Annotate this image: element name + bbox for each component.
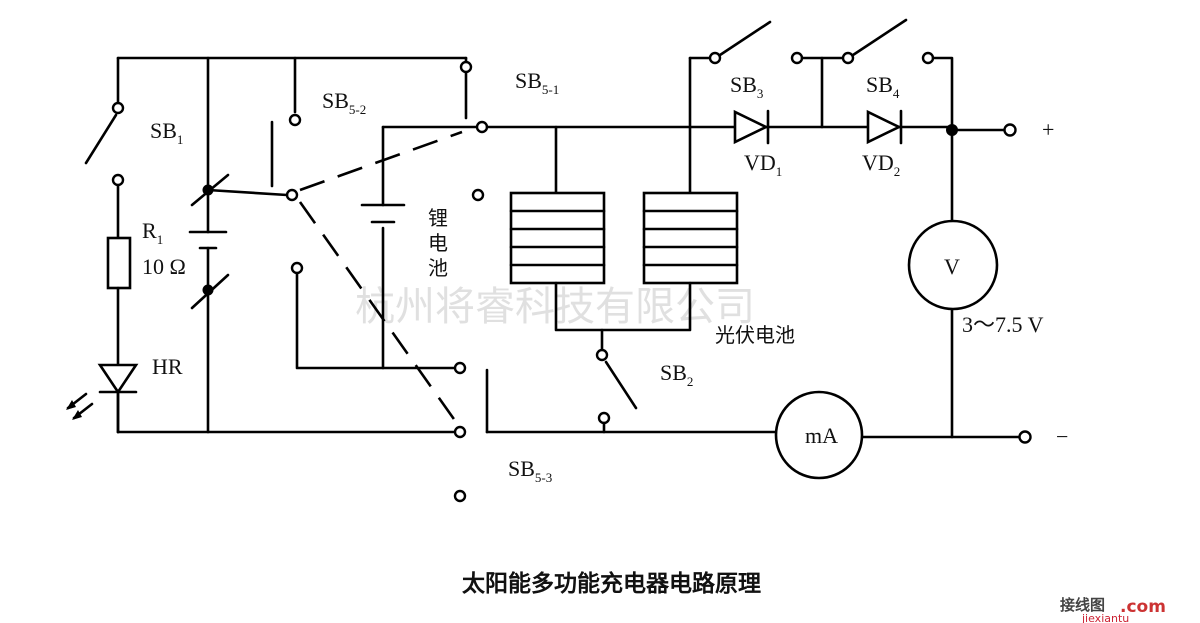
switch-sb5-1[interactable]	[459, 60, 489, 202]
ammeter-label: mA	[805, 423, 838, 448]
positive-sign: +	[1042, 117, 1054, 142]
diode-vd2	[866, 109, 903, 145]
sb5-3-label: SB5-3	[508, 456, 552, 485]
switch-sb4[interactable]	[820, 18, 954, 129]
lithium-battery-label-3: 池	[428, 256, 448, 280]
lithium-battery-label-2: 电	[428, 231, 448, 255]
resistor-r1	[106, 236, 132, 367]
lithium-battery	[360, 203, 406, 224]
linkage-dash-upper	[299, 130, 463, 192]
sb4-label: SB4	[866, 72, 900, 101]
vd1-label: VD1	[744, 150, 782, 179]
negative-sign: −	[1056, 424, 1068, 449]
site-logo: 接线图 .com jiexiantu	[1060, 596, 1166, 623]
switch-sb5-2[interactable]	[206, 113, 304, 275]
voltmeter	[907, 219, 999, 311]
lithium-battery-label-1: 锂	[428, 206, 448, 230]
output-terminal-positive[interactable]	[1003, 123, 1017, 137]
logo-en: jiexiantu	[1081, 612, 1129, 623]
switch-sb5-3[interactable]	[453, 361, 489, 503]
diode-vd1	[733, 109, 770, 145]
switch-sb1[interactable]	[84, 101, 125, 187]
sb5-1-label: SB5-1	[515, 68, 559, 97]
output-wiring	[946, 124, 1007, 439]
battery-cell-left	[188, 173, 230, 310]
pv-cells	[485, 56, 952, 352]
sb3-label: SB3	[730, 72, 763, 101]
r1-value: 10 Ω	[142, 254, 186, 279]
logo-dotcom: .com	[1120, 597, 1166, 617]
linkage-dash-lower	[298, 201, 458, 423]
ammeter	[774, 390, 864, 480]
output-terminal-negative[interactable]	[1018, 430, 1032, 444]
voltmeter-label: V	[944, 254, 960, 279]
logo-cn: 接线图	[1060, 596, 1105, 614]
diagram-title: 太阳能多功能充电器电路原理	[462, 570, 761, 597]
voltage-range-label: 3～7.5 V	[962, 312, 1044, 337]
vd2-label: VD2	[862, 150, 900, 179]
switch-sb2[interactable]	[595, 348, 638, 434]
led-hr	[66, 363, 139, 434]
sb2-label: SB2	[660, 360, 693, 389]
r1-label: R1	[142, 218, 163, 247]
hr-label: HR	[152, 354, 183, 379]
sb5-2-label: SB5-2	[322, 88, 366, 117]
pv-cell-label: 光伏电池	[715, 323, 795, 347]
sb1-label: SB1	[150, 118, 183, 147]
